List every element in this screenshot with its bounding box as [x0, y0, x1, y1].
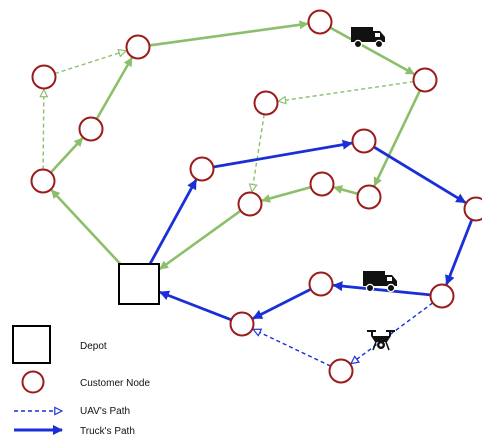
- customer-node-c11: [309, 171, 335, 197]
- legend-customer-symbol: [21, 370, 45, 394]
- customer-node-c15: [429, 283, 455, 309]
- customer-node-c6: [412, 67, 438, 93]
- truck-path-d-to-c1: [50, 189, 122, 265]
- truck-path-c8-to-c10: [213, 139, 353, 169]
- uav-path-c17-to-c16: [253, 329, 331, 367]
- uav-path-c7-to-c9: [252, 114, 265, 191]
- customer-node-c12: [356, 184, 382, 210]
- uav-path-c1-to-c3: [43, 89, 44, 170]
- customer-node-c2: [78, 116, 104, 142]
- legend-truck-label: Truck's Path: [80, 426, 135, 437]
- truck-path-c12-to-c11: [333, 185, 359, 196]
- truck-path-c6-to-c12: [373, 89, 422, 187]
- uav-path-c3-to-c4: [54, 51, 126, 75]
- truck-icon: [363, 271, 397, 293]
- uav-path-c6-to-c7: [278, 80, 414, 102]
- truck-path-c1-to-c2: [49, 137, 84, 174]
- truck-path-c5-to-c6: [329, 26, 415, 76]
- legend-depot-symbol: [12, 325, 51, 364]
- uav-path-c15-to-c17: [351, 302, 434, 364]
- customer-node-c10: [351, 128, 377, 154]
- drone-icon: [367, 330, 395, 351]
- truck-path-c16-to-d: [159, 290, 232, 322]
- truck-icon: [351, 27, 385, 49]
- truck-path-c2-to-c4: [95, 57, 133, 120]
- customer-node-c17: [328, 358, 354, 384]
- customer-node-c1: [30, 168, 56, 194]
- customer-node-c5: [307, 9, 333, 35]
- depot-node: [118, 263, 160, 305]
- truck-path-c11-to-c9: [261, 185, 312, 203]
- truck-path-c15-to-c14: [332, 281, 431, 297]
- customer-node-c7: [253, 90, 279, 116]
- truck-path-c13-to-c15: [445, 219, 474, 286]
- truck-path-c14-to-c16: [252, 287, 312, 320]
- paths-layer: [43, 20, 474, 367]
- customer-node-c3: [31, 64, 57, 90]
- customer-node-c14: [308, 271, 334, 297]
- customer-node-c8: [189, 156, 215, 182]
- legend-customer-label: Customer Node: [80, 378, 150, 389]
- nodes-layer: [30, 9, 482, 384]
- customer-node-c4: [125, 34, 151, 60]
- customer-node-c13: [463, 196, 482, 222]
- legend: Depot Customer Node UAV's Path Truck's P…: [12, 325, 150, 437]
- truck-path-d-to-c8: [148, 179, 198, 265]
- customer-node-c9: [237, 191, 263, 217]
- vehicle-icons-layer: [351, 27, 397, 351]
- truck-path-c9-to-d: [159, 209, 242, 271]
- truck-path-c4-to-c5: [149, 20, 309, 47]
- customer-node-c16: [229, 311, 255, 337]
- truck-path-c10-to-c13: [373, 145, 467, 204]
- legend-uav-label: UAV's Path: [80, 406, 130, 417]
- legend-depot-label: Depot: [80, 341, 107, 352]
